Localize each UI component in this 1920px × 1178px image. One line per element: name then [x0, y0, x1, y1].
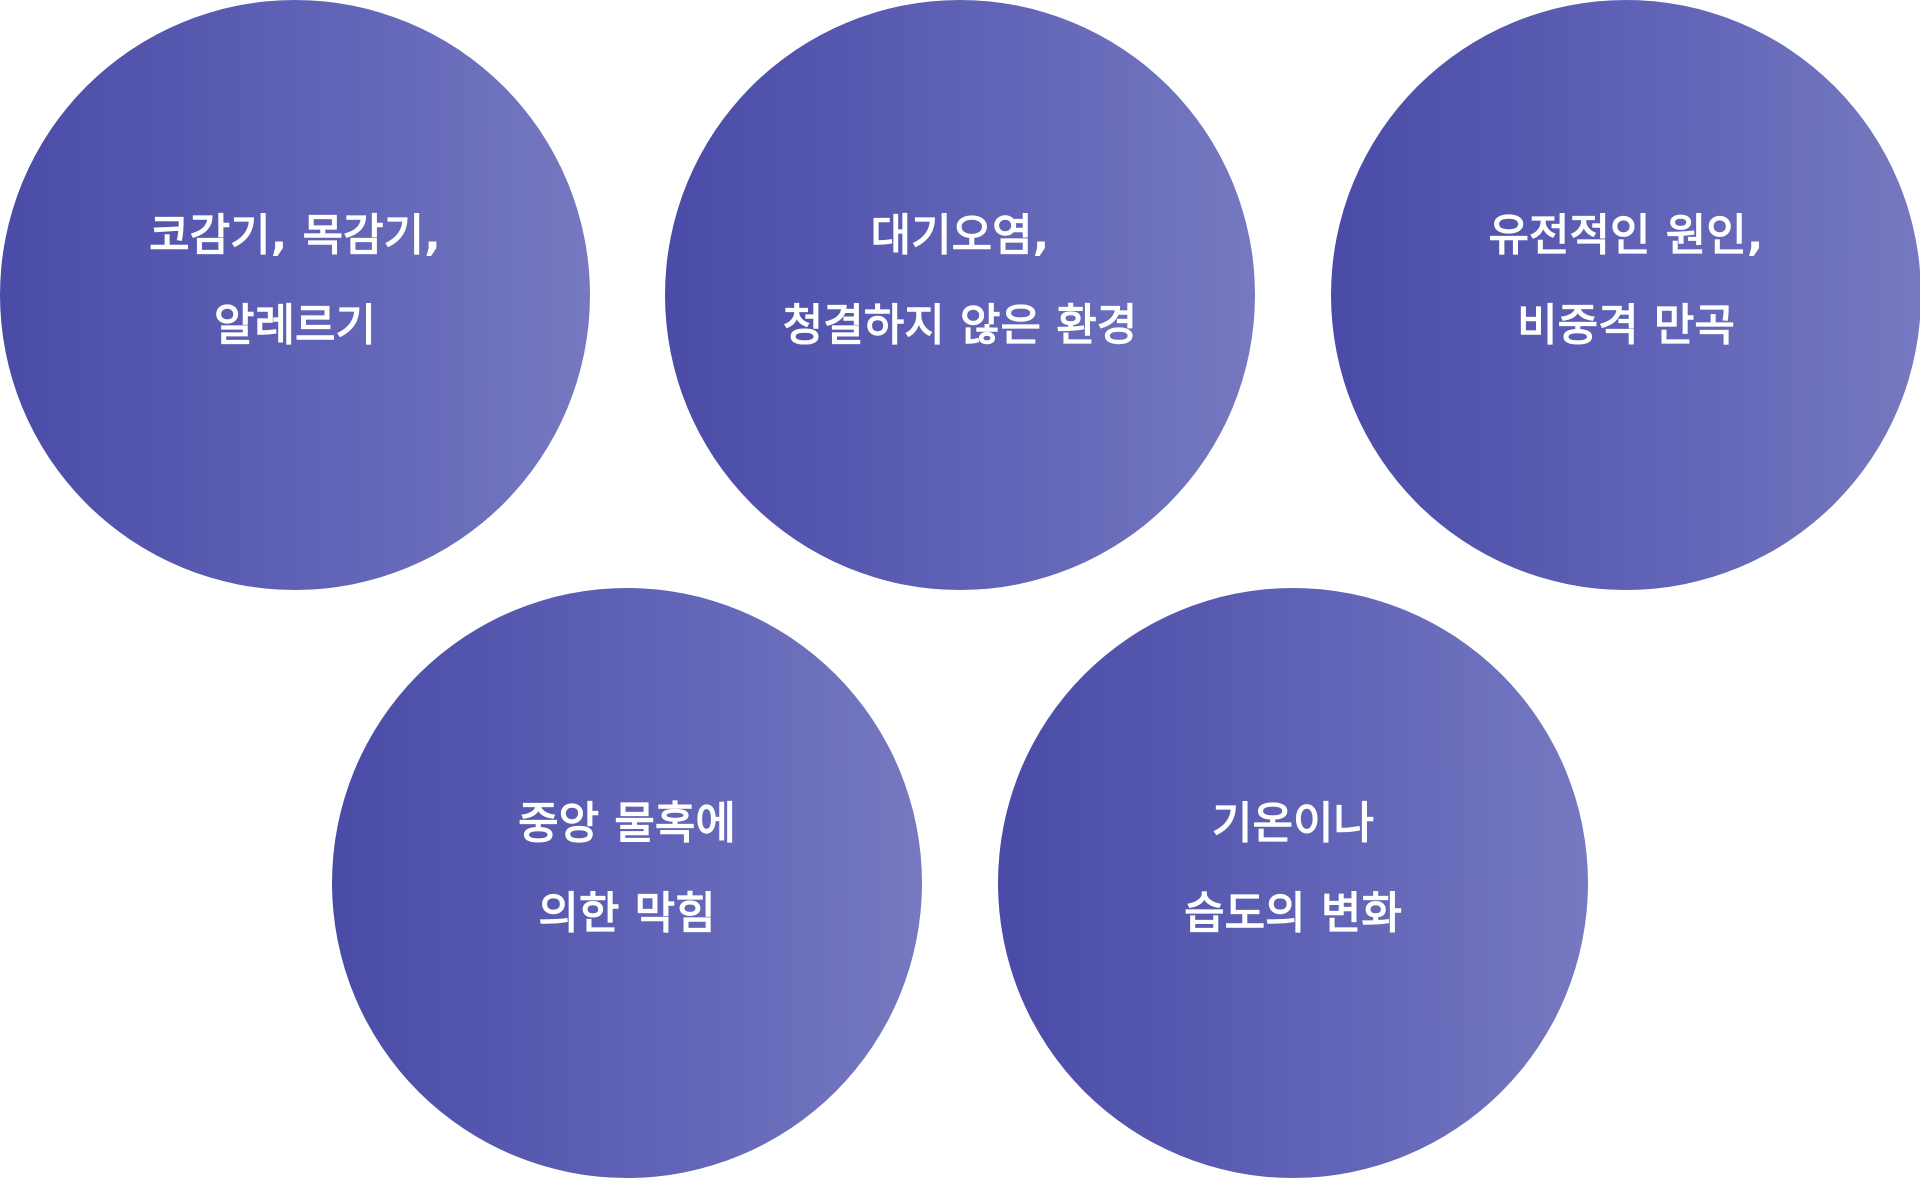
cause-circle-air-pollution: 대기오염, 청결하지 않은 환경 — [665, 0, 1255, 590]
cause-label-line1: 대기오염, — [870, 210, 1050, 261]
cause-label: 중앙 물혹에 의한 막힘 — [518, 779, 736, 959]
cause-label-line1: 기온이나 — [1212, 798, 1374, 849]
cause-label: 코감기, 목감기, 알레르기 — [149, 191, 441, 371]
cause-label: 유전적인 원인, 비중격 만곡 — [1489, 191, 1764, 371]
cause-circle-cyst: 중앙 물혹에 의한 막힘 — [332, 588, 922, 1178]
cause-circle-genetic: 유전적인 원인, 비중격 만곡 — [1331, 0, 1920, 590]
cause-label-line2: 알레르기 — [214, 300, 376, 351]
cause-label-line1: 유전적인 원인, — [1488, 210, 1764, 261]
cause-label-line2: 의한 막힘 — [538, 888, 716, 939]
cause-label-line2: 비중격 만곡 — [1517, 300, 1735, 351]
cause-circle-weather: 기온이나 습도의 변화 — [998, 588, 1588, 1178]
cause-label-line2: 습도의 변화 — [1184, 888, 1402, 939]
cause-circle-cold-allergy: 코감기, 목감기, 알레르기 — [0, 0, 590, 590]
cause-label: 기온이나 습도의 변화 — [1184, 779, 1402, 959]
cause-label: 대기오염, 청결하지 않은 환경 — [783, 191, 1137, 371]
cause-label-line2: 청결하지 않은 환경 — [782, 300, 1138, 351]
cause-label-line1: 중앙 물혹에 — [518, 798, 736, 849]
cause-label-line1: 코감기, 목감기, — [149, 210, 441, 261]
